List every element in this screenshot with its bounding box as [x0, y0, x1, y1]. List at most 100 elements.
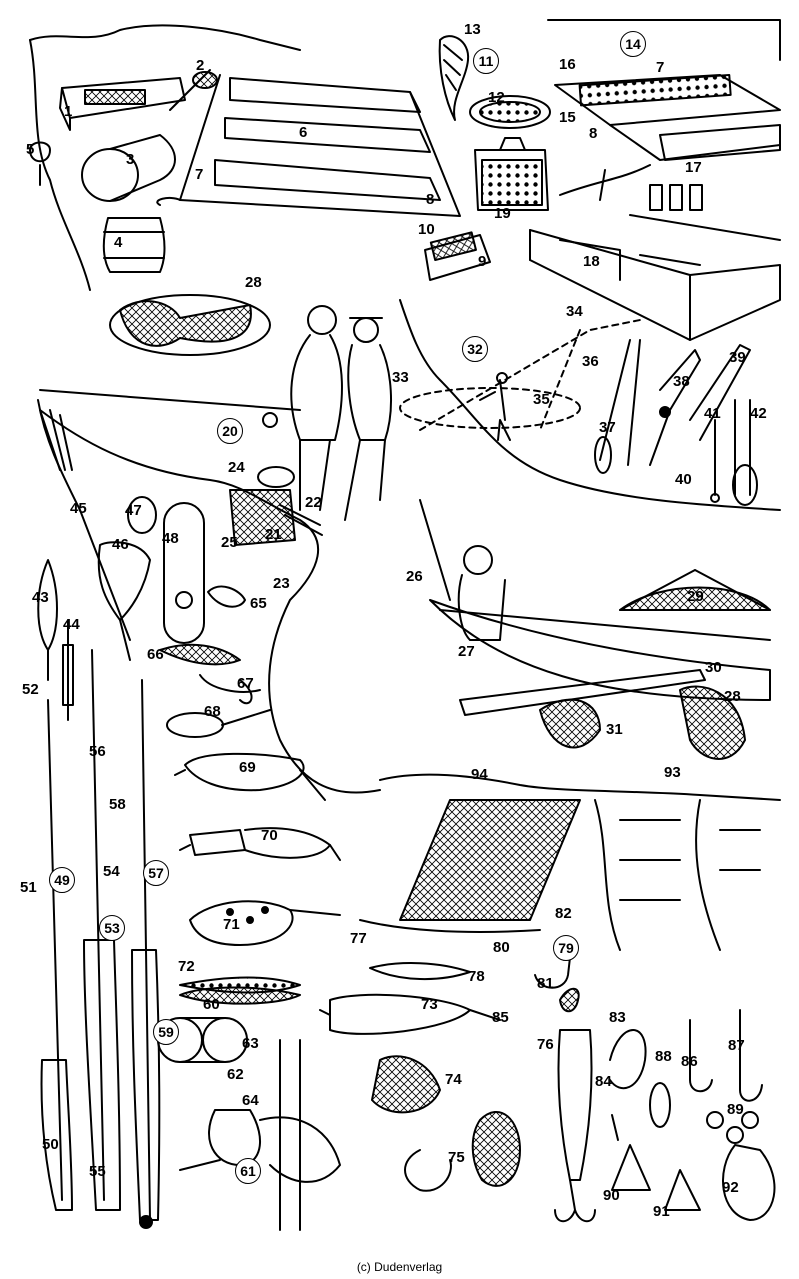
label-71: 71 — [223, 916, 240, 933]
keep-net-28 — [109, 294, 271, 356]
label-51: 51 — [20, 879, 37, 896]
label-61: 61 — [235, 1158, 261, 1184]
label-26: 26 — [406, 568, 423, 585]
label-47: 47 — [125, 502, 142, 519]
label-62: 62 — [227, 1066, 244, 1083]
label-49: 49 — [49, 867, 75, 893]
creel — [229, 466, 323, 546]
label-24: 24 — [228, 459, 245, 476]
label-75: 75 — [448, 1149, 465, 1166]
label-1: 1 — [64, 103, 73, 120]
incubation-troughs — [529, 19, 781, 341]
label-82: 82 — [555, 905, 572, 922]
hooks-and-sinkers — [534, 939, 776, 1223]
label-5: 5 — [26, 141, 35, 158]
label-3: 3 — [126, 151, 135, 168]
label-36: 36 — [582, 353, 599, 370]
label-80: 80 — [493, 939, 510, 956]
label-38: 38 — [673, 373, 690, 390]
label-12: 12 — [488, 89, 505, 106]
egg-trays — [438, 35, 551, 211]
label-59: 59 — [153, 1019, 179, 1045]
label-15: 15 — [559, 109, 576, 126]
label-91: 91 — [653, 1203, 670, 1220]
transport-tank — [424, 231, 491, 281]
label-70: 70 — [261, 827, 278, 844]
label-65: 65 — [250, 595, 267, 612]
label-25: 25 — [221, 534, 238, 551]
label-31: 31 — [606, 721, 623, 738]
label-66: 66 — [147, 646, 164, 663]
label-72: 72 — [178, 958, 195, 975]
label-42: 42 — [750, 405, 767, 422]
label-39: 39 — [729, 349, 746, 366]
label-23: 23 — [273, 575, 290, 592]
label-94: 94 — [471, 766, 488, 783]
plugs — [174, 752, 341, 946]
label-30: 30 — [705, 659, 722, 676]
label-8: 8 — [589, 125, 598, 142]
hatchery-scene — [29, 24, 461, 291]
label-7: 7 — [195, 166, 204, 183]
label-89: 89 — [727, 1101, 744, 1118]
baits — [159, 585, 271, 738]
label-57: 57 — [143, 860, 169, 886]
label-53: 53 — [99, 915, 125, 941]
label-4: 4 — [114, 234, 123, 251]
label-11: 11 — [473, 48, 499, 74]
label-40: 40 — [675, 471, 692, 488]
label-92: 92 — [722, 1179, 739, 1196]
label-22: 22 — [305, 494, 322, 511]
label-7: 7 — [656, 59, 665, 76]
rod-20 — [39, 389, 301, 411]
label-43: 43 — [32, 589, 49, 606]
label-68: 68 — [204, 703, 221, 720]
label-73: 73 — [421, 996, 438, 1013]
label-13: 13 — [464, 21, 481, 38]
label-45: 45 — [70, 500, 87, 517]
label-81: 81 — [537, 975, 554, 992]
weir-and-net — [359, 773, 781, 951]
label-58: 58 — [109, 796, 126, 813]
label-83: 83 — [609, 1009, 626, 1026]
rods-set — [40, 649, 161, 1229]
label-33: 33 — [392, 369, 409, 386]
label-63: 63 — [242, 1035, 259, 1052]
label-21: 21 — [265, 526, 282, 543]
label-14: 14 — [620, 31, 646, 57]
label-32: 32 — [462, 336, 488, 362]
label-18: 18 — [583, 253, 600, 270]
label-76: 76 — [537, 1036, 554, 1053]
label-69: 69 — [239, 759, 256, 776]
label-27: 27 — [458, 643, 475, 660]
label-67: 67 — [237, 675, 254, 692]
label-60: 60 — [203, 996, 220, 1013]
label-93: 93 — [664, 764, 681, 781]
boat-scene — [419, 499, 771, 760]
label-77: 77 — [350, 930, 367, 947]
label-29: 29 — [687, 588, 704, 605]
label-56: 56 — [89, 743, 106, 760]
anglers — [290, 305, 393, 521]
label-50: 50 — [42, 1136, 59, 1153]
label-90: 90 — [603, 1187, 620, 1204]
label-54: 54 — [103, 863, 120, 880]
label-88: 88 — [655, 1048, 672, 1065]
label-8: 8 — [426, 191, 435, 208]
label-78: 78 — [468, 968, 485, 985]
label-34: 34 — [566, 303, 583, 320]
label-6: 6 — [299, 124, 308, 141]
label-35: 35 — [533, 391, 550, 408]
label-41: 41 — [704, 405, 721, 422]
label-79: 79 — [553, 935, 579, 961]
label-28: 28 — [724, 688, 741, 705]
floats — [37, 496, 205, 721]
label-52: 52 — [22, 681, 39, 698]
label-17: 17 — [685, 159, 702, 176]
label-37: 37 — [599, 419, 616, 436]
label-64: 64 — [242, 1092, 259, 1109]
label-16: 16 — [559, 56, 576, 73]
label-74: 74 — [445, 1071, 462, 1088]
label-85: 85 — [492, 1009, 509, 1026]
